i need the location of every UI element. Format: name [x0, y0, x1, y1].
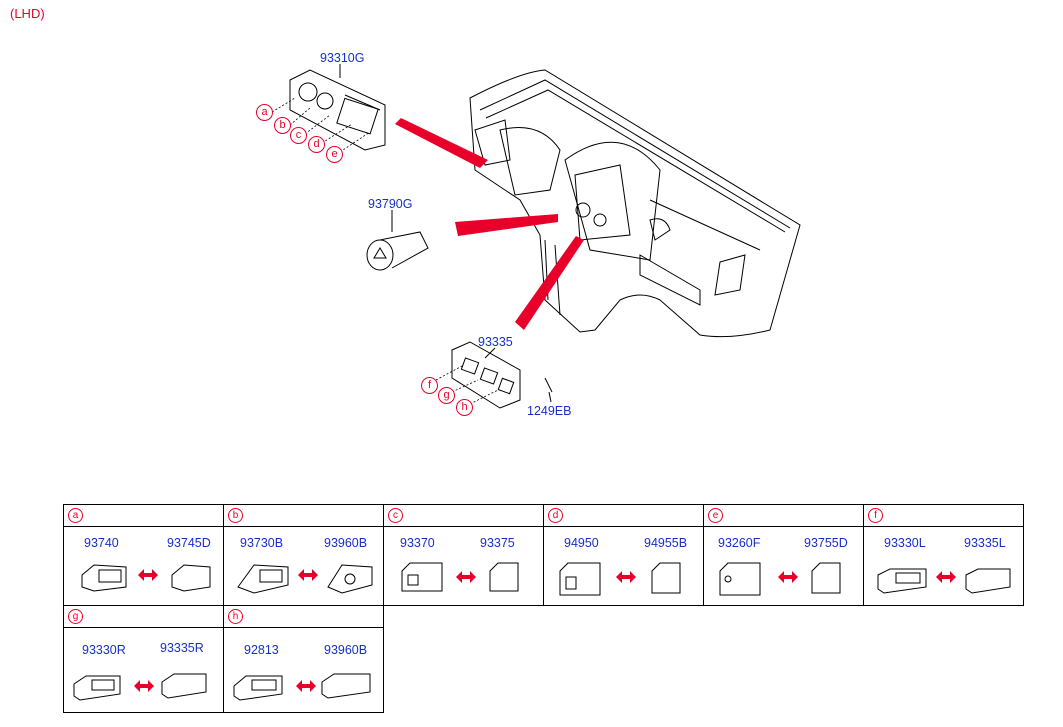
- callout-b[interactable]: b: [274, 117, 291, 134]
- cell-letter: b: [228, 508, 243, 523]
- right-part-number[interactable]: 94955B: [644, 536, 688, 550]
- callout-d[interactable]: d: [308, 136, 325, 153]
- right-part-number[interactable]: 93755D: [804, 536, 848, 550]
- table-cell-c: c 93370 93375: [383, 504, 544, 606]
- switch-pair-drawing: [73, 673, 207, 701]
- table-cell-d: d 94950 94955B: [543, 504, 704, 606]
- right-part-number[interactable]: 93960B: [324, 536, 368, 550]
- right-part-number[interactable]: 93375: [480, 536, 515, 550]
- right-part-number[interactable]: 93335R: [160, 641, 204, 655]
- cell-letter: h: [228, 609, 243, 624]
- table-cell-a: a 93740 93745D: [63, 504, 224, 606]
- right-part-number[interactable]: 93335L: [964, 536, 1006, 550]
- exploded-view-drawing: [271, 64, 801, 409]
- cell-letter: e: [708, 508, 723, 523]
- left-part-number[interactable]: 93330R: [82, 643, 126, 657]
- table-cell-f: f 93330L 93335L: [863, 504, 1024, 606]
- table-cell-h: h 92813 93960B: [223, 605, 384, 713]
- right-part-number[interactable]: 93745D: [167, 536, 211, 550]
- cell-letter: d: [548, 508, 563, 523]
- bezel-drawing: [289, 69, 386, 151]
- switch-pair-drawing: [559, 562, 681, 596]
- left-part-number[interactable]: 93370: [400, 536, 435, 550]
- lower-panel-drawing: [451, 341, 553, 409]
- callout-e[interactable]: e: [326, 146, 343, 163]
- left-part-number[interactable]: 94950: [564, 536, 599, 550]
- cell-letter: f: [868, 508, 883, 523]
- switch-pair-drawing: [719, 562, 841, 596]
- hazard-switch-drawing: [366, 231, 429, 271]
- switch-pair-drawing: [877, 568, 1011, 594]
- part-number-screw[interactable]: 1249EB: [527, 404, 572, 418]
- switch-pair-drawing: [81, 564, 211, 592]
- table-cell-g: g 93330R 93335R: [63, 605, 224, 713]
- switch-pair-drawing: [237, 564, 373, 594]
- part-number-hazard-switch[interactable]: 93790G: [368, 197, 413, 211]
- cell-letter: a: [68, 508, 83, 523]
- switch-pair-drawing: [401, 562, 519, 592]
- table-cell-e: e 93260F 93755D: [703, 504, 864, 606]
- callout-h[interactable]: h: [456, 399, 473, 416]
- left-part-number[interactable]: 93330L: [884, 536, 926, 550]
- right-part-number[interactable]: 93960B: [324, 643, 368, 657]
- callout-f[interactable]: f: [421, 377, 438, 394]
- callout-g[interactable]: g: [438, 387, 455, 404]
- cell-letter: g: [68, 609, 83, 624]
- callout-c[interactable]: c: [290, 127, 307, 144]
- red-pointer-arrows: [395, 118, 584, 330]
- part-number-bezel[interactable]: 93310G: [320, 51, 365, 65]
- cell-letter: c: [388, 508, 403, 523]
- dashboard-outline: [469, 69, 801, 338]
- left-part-number[interactable]: 92813: [244, 643, 279, 657]
- variant-label: (LHD): [10, 6, 45, 21]
- left-part-number[interactable]: 93730B: [240, 536, 284, 550]
- switch-pair-drawing: [233, 673, 371, 701]
- part-number-lower-panel[interactable]: 93335: [478, 335, 513, 349]
- left-part-number[interactable]: 93740: [84, 536, 119, 550]
- left-part-number[interactable]: 93260F: [718, 536, 761, 550]
- table-cell-b: b 93730B 93960B: [223, 504, 384, 606]
- callout-a[interactable]: a: [256, 104, 273, 121]
